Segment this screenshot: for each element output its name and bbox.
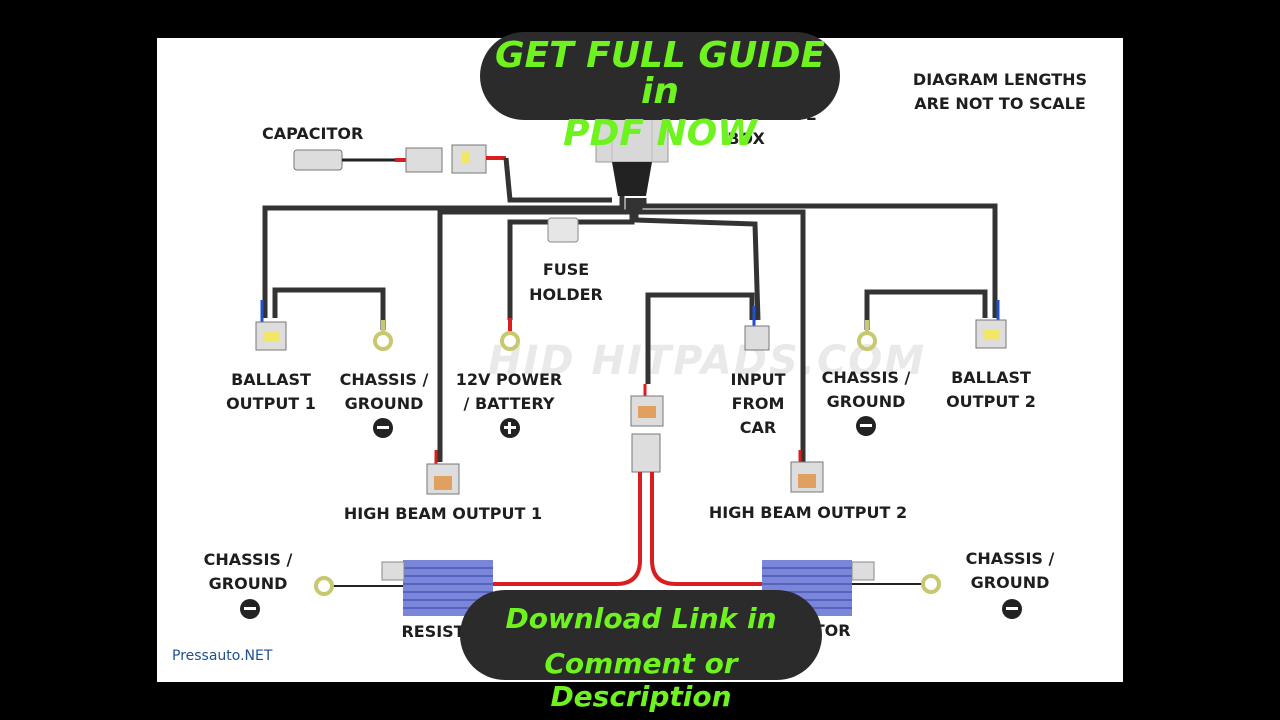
label-chassis3-1: CHASSIS /	[203, 550, 293, 569]
input-connector	[744, 306, 770, 351]
label-capacitor: CAPACITOR	[262, 124, 364, 143]
ground-ring-1	[373, 320, 393, 351]
scale-note: DIAGRAM LENGTHS ARE NOT TO SCALE	[900, 68, 1100, 116]
label-chassis1-1: CHASSIS /	[339, 370, 429, 389]
label-ballast1-1: BALLAST	[231, 370, 311, 389]
label-power-2: / BATTERY	[463, 394, 555, 413]
label-chassis1-2: GROUND	[344, 394, 424, 413]
scale-note-line2: ARE NOT TO SCALE	[914, 94, 1086, 113]
label-chassis4-2: GROUND	[970, 573, 1050, 592]
label-highbeam1: HIGH BEAM OUTPUT 1	[343, 504, 543, 523]
label-control-box-2: BOX	[727, 129, 765, 148]
minus-icon-3	[240, 599, 260, 619]
watermark: HID HITPADS.COM	[488, 338, 927, 384]
label-power-1: 12V POWER	[455, 370, 563, 389]
resistor-harness-connector	[630, 384, 664, 473]
label-ballast1-2: OUTPUT 1	[226, 394, 316, 413]
label-input-3: CAR	[739, 418, 777, 437]
resistor-wires	[492, 472, 762, 586]
label-fuse-2: HOLDER	[529, 285, 603, 304]
top-promo-banner[interactable]: GET FULL GUIDE in PDF NOW	[480, 32, 840, 152]
bottom-banner-line1: Download Link in	[505, 602, 777, 635]
label-highbeam2: HIGH BEAM OUTPUT 2	[708, 503, 908, 522]
fuse-holder	[547, 217, 579, 243]
label-ballast2-1: BALLAST	[951, 368, 1031, 387]
capacitor	[293, 144, 612, 203]
label-input-2: FROM	[731, 394, 785, 413]
ground-ring-2	[857, 320, 877, 351]
wire-harness	[262, 196, 998, 462]
top-banner-line1: GET FULL GUIDE in	[494, 35, 826, 112]
top-banner-line2: PDF NOW	[563, 113, 757, 154]
label-fuse-1: FUSE	[542, 260, 590, 279]
ballast1-connector	[255, 300, 287, 351]
minus-icon-4	[1002, 599, 1022, 619]
label-input-1: INPUT	[730, 370, 786, 389]
label-ballast2-2: OUTPUT 2	[946, 392, 1036, 411]
minus-icon-2	[856, 416, 876, 436]
label-chassis2-2: GROUND	[826, 392, 906, 411]
label-chassis2-1: CHASSIS /	[821, 368, 911, 387]
scale-note-line1: DIAGRAM LENGTHS	[912, 70, 1088, 89]
control-box	[595, 111, 669, 196]
label-chassis4-1: CHASSIS /	[965, 549, 1055, 568]
highbeam1-connector	[426, 450, 460, 495]
bottom-banner-line2: Comment or Description	[544, 647, 738, 713]
highbeam2-connector	[790, 450, 824, 493]
power-ring	[500, 318, 520, 351]
credit-text: Pressauto.NET	[172, 648, 273, 664]
plus-icon	[500, 418, 520, 438]
ballast2-connector	[975, 300, 1007, 349]
label-chassis3-2: GROUND	[208, 574, 288, 593]
bottom-promo-banner[interactable]: Download Link in Comment or Description	[460, 590, 822, 713]
minus-icon-1	[373, 418, 393, 438]
